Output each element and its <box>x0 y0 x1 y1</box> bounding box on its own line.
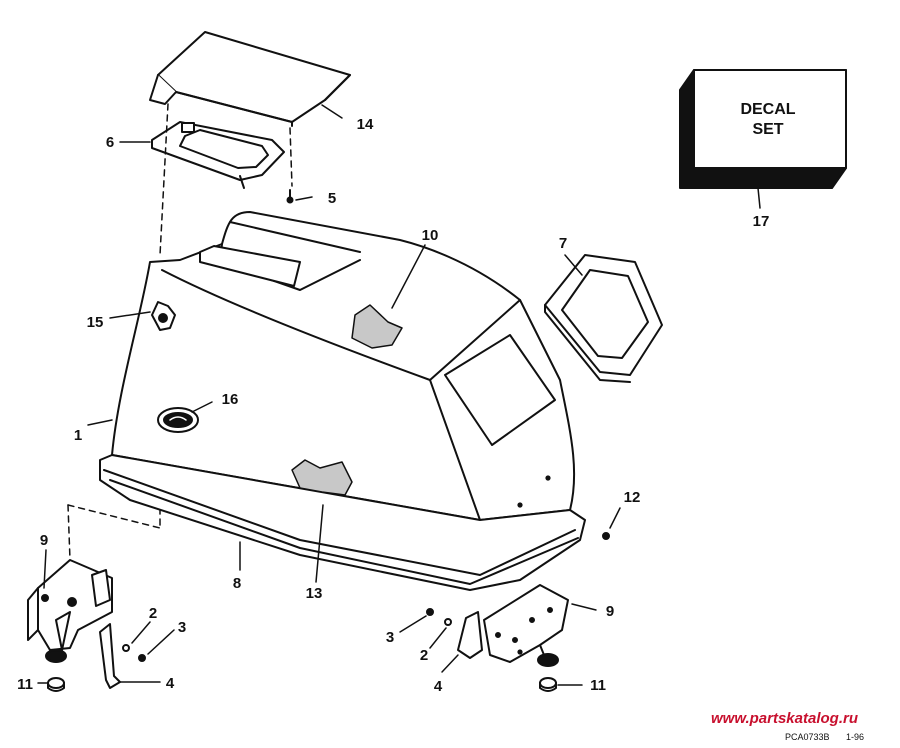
bracket-left <box>99 623 121 689</box>
label-2-right: 2 <box>420 647 428 664</box>
mount-bracket-left <box>27 559 113 663</box>
screw-12 <box>602 532 610 540</box>
label-11-left: 11 <box>17 676 33 693</box>
window-gasket-part <box>544 254 663 383</box>
label-5: 5 <box>328 190 336 207</box>
label-3-left: 3 <box>178 619 186 636</box>
label-13: 13 <box>306 585 323 602</box>
lower-seal-part <box>99 454 586 591</box>
label-11-right: 11 <box>590 677 606 694</box>
assembly-guide-lines <box>67 103 293 561</box>
label-4-left: 4 <box>166 675 175 692</box>
emblem-part <box>157 407 199 433</box>
watermark-text: www.partskatalog.ru <box>711 710 858 727</box>
label-9-left: 9 <box>40 532 48 549</box>
label-3-right: 3 <box>386 629 394 646</box>
label-6: 6 <box>106 134 114 151</box>
bolt-left <box>138 654 146 662</box>
bolt-right <box>426 608 434 616</box>
knob-part <box>151 301 176 331</box>
label-17: 17 <box>753 213 770 230</box>
footer: www.partskatalog.ru PCA0733B 1-96 <box>711 710 864 742</box>
label-12: 12 <box>624 489 641 506</box>
rubber-mount-right <box>539 677 557 692</box>
bracket-right <box>457 611 483 659</box>
foam-pad-13 <box>291 459 353 496</box>
label-14: 14 <box>357 116 374 133</box>
washer-left <box>122 644 130 652</box>
label-8: 8 <box>233 575 241 592</box>
label-2-left: 2 <box>149 605 157 622</box>
decal-box-line1: DECAL <box>740 101 795 118</box>
label-9-right: 9 <box>606 603 614 620</box>
washer-right <box>444 618 452 626</box>
drawing-code: PCA0733B <box>785 732 830 742</box>
motor-cover-part <box>111 211 576 543</box>
label-10: 10 <box>422 227 439 244</box>
date-code: 1-96 <box>846 732 864 742</box>
decal-box: DECAL SET <box>679 69 847 189</box>
mount-bracket-right <box>483 584 569 667</box>
screw-part <box>286 189 294 204</box>
label-1: 1 <box>74 427 82 444</box>
foam-pad-10 <box>351 304 403 349</box>
leader-lines <box>37 104 761 686</box>
label-15: 15 <box>87 314 104 331</box>
label-4-right: 4 <box>434 678 443 695</box>
label-16: 16 <box>222 391 239 408</box>
rubber-mount-left <box>47 677 65 692</box>
decal-box-line2: SET <box>752 121 783 138</box>
label-7: 7 <box>559 235 567 252</box>
top-cover-part <box>149 31 351 127</box>
seal-plate-part <box>151 121 285 189</box>
part-number-labels: 1 2 2 3 3 4 4 5 6 7 8 9 9 10 11 11 12 13… <box>17 116 769 695</box>
